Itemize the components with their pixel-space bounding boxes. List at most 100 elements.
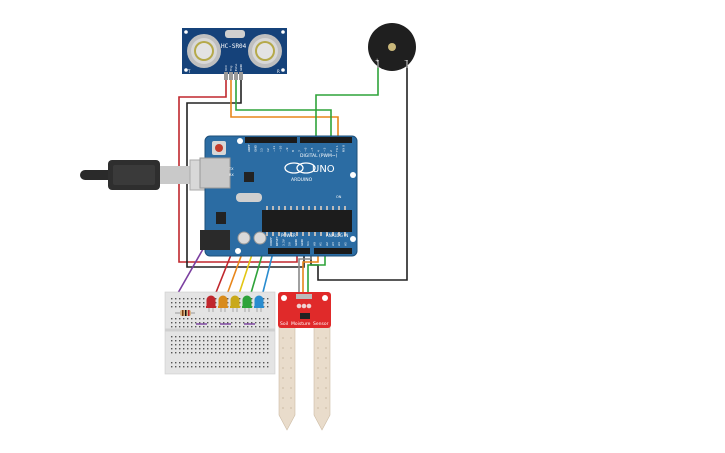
probe-dot xyxy=(290,347,292,349)
breadboard-hole xyxy=(175,298,177,300)
breadboard-hole xyxy=(247,340,249,342)
breadboard-hole xyxy=(175,344,177,346)
breadboard-hole xyxy=(231,366,233,368)
wire-buzzer-minus xyxy=(310,66,408,281)
breadboard-hole xyxy=(187,318,189,320)
breadboard-hole xyxy=(219,336,221,338)
top-pin-label: 2 xyxy=(329,150,333,152)
wire-soil-sig xyxy=(302,252,319,298)
breadboard-hole xyxy=(219,344,221,346)
probe-dot xyxy=(282,407,284,409)
breadboard-hole xyxy=(259,340,261,342)
breadboard-hole xyxy=(195,326,197,328)
breadboard-hole xyxy=(215,362,217,364)
breadboard-hole xyxy=(179,306,181,308)
probe-dot xyxy=(290,397,292,399)
breadboard-hole xyxy=(191,322,193,324)
breadboard-hole xyxy=(207,340,209,342)
probe-dot xyxy=(282,387,284,389)
probe-dot xyxy=(325,397,327,399)
breadboard-hole xyxy=(171,306,173,308)
breadboard-hole xyxy=(235,344,237,346)
breadboard-hole xyxy=(247,344,249,346)
probe-dot xyxy=(282,337,284,339)
breadboard-hole xyxy=(203,302,205,304)
breadboard-hole xyxy=(175,340,177,342)
breadboard-hole xyxy=(175,366,177,368)
power-header-label: POWER xyxy=(281,233,296,238)
breadboard-hole xyxy=(199,306,201,308)
breadboard-hole xyxy=(247,318,249,320)
breadboard-hole xyxy=(219,348,221,350)
breadboard-hole xyxy=(183,318,185,320)
breadboard-hole xyxy=(215,336,217,338)
breadboard-hole xyxy=(175,348,177,350)
breadboard-hole xyxy=(247,352,249,354)
breadboard-hole xyxy=(191,352,193,354)
bottom-pin-label: A3 xyxy=(331,242,335,246)
breadboard-hole xyxy=(239,340,241,342)
breadboard-hole xyxy=(239,366,241,368)
breadboard-hole xyxy=(255,340,257,342)
breadboard-hole xyxy=(223,348,225,350)
breadboard-hole xyxy=(211,326,213,328)
breadboard-hole xyxy=(187,302,189,304)
breadboard-hole xyxy=(171,298,173,300)
breadboard-hole xyxy=(195,352,197,354)
breadboard-hole xyxy=(235,326,237,328)
top-pin-label: TX 1 xyxy=(335,145,339,153)
breadboard-hole xyxy=(263,344,265,346)
top-pin-label: 12 xyxy=(266,148,270,152)
breadboard-hole xyxy=(187,298,189,300)
breadboard-hole xyxy=(195,348,197,350)
led xyxy=(230,295,240,312)
breadboard-hole xyxy=(191,326,193,328)
breadboard xyxy=(164,291,276,375)
breadboard-hole xyxy=(239,322,241,324)
breadboard-hole xyxy=(203,326,205,328)
probe-dot xyxy=(317,397,319,399)
breadboard-hole xyxy=(239,344,241,346)
breadboard-hole xyxy=(219,326,221,328)
top-pin-label: 8 xyxy=(291,150,295,152)
breadboard-hole xyxy=(179,336,181,338)
breadboard-hole xyxy=(199,344,201,346)
breadboard-hole xyxy=(247,348,249,350)
top-pin-label: ~9 xyxy=(285,147,289,152)
led xyxy=(242,295,252,312)
probe-dot xyxy=(290,357,292,359)
soil-label-sensor: Sensor xyxy=(313,321,329,327)
breadboard-hole xyxy=(227,336,229,338)
led xyxy=(254,295,264,312)
breadboard-hole xyxy=(223,322,225,324)
breadboard-hole xyxy=(227,302,229,304)
bottom-pin-label: A0 xyxy=(312,242,316,246)
top-pin-label: RX 0 xyxy=(342,145,346,152)
breadboard-hole xyxy=(183,322,185,324)
breadboard-hole xyxy=(231,344,233,346)
breadboard-hole xyxy=(243,348,245,350)
breadboard-hole xyxy=(203,348,205,350)
breadboard-hole xyxy=(219,322,221,324)
breadboard-hole xyxy=(243,366,245,368)
led xyxy=(218,295,228,312)
breadboard-hole xyxy=(243,322,245,324)
breadboard-hole xyxy=(219,362,221,364)
breadboard-hole xyxy=(255,344,257,346)
probe-dot xyxy=(282,397,284,399)
breadboard-hole xyxy=(231,362,233,364)
breadboard-hole xyxy=(211,362,213,364)
breadboard-hole xyxy=(267,298,269,300)
breadboard-hole xyxy=(195,322,197,324)
breadboard-hole xyxy=(227,298,229,300)
breadboard-hole xyxy=(211,336,213,338)
breadboard-hole xyxy=(171,340,173,342)
breadboard-hole xyxy=(223,352,225,354)
breadboard-hole xyxy=(199,298,201,300)
probe-dot xyxy=(290,407,292,409)
breadboard-hole xyxy=(255,322,257,324)
rx-label: RX xyxy=(229,173,234,177)
